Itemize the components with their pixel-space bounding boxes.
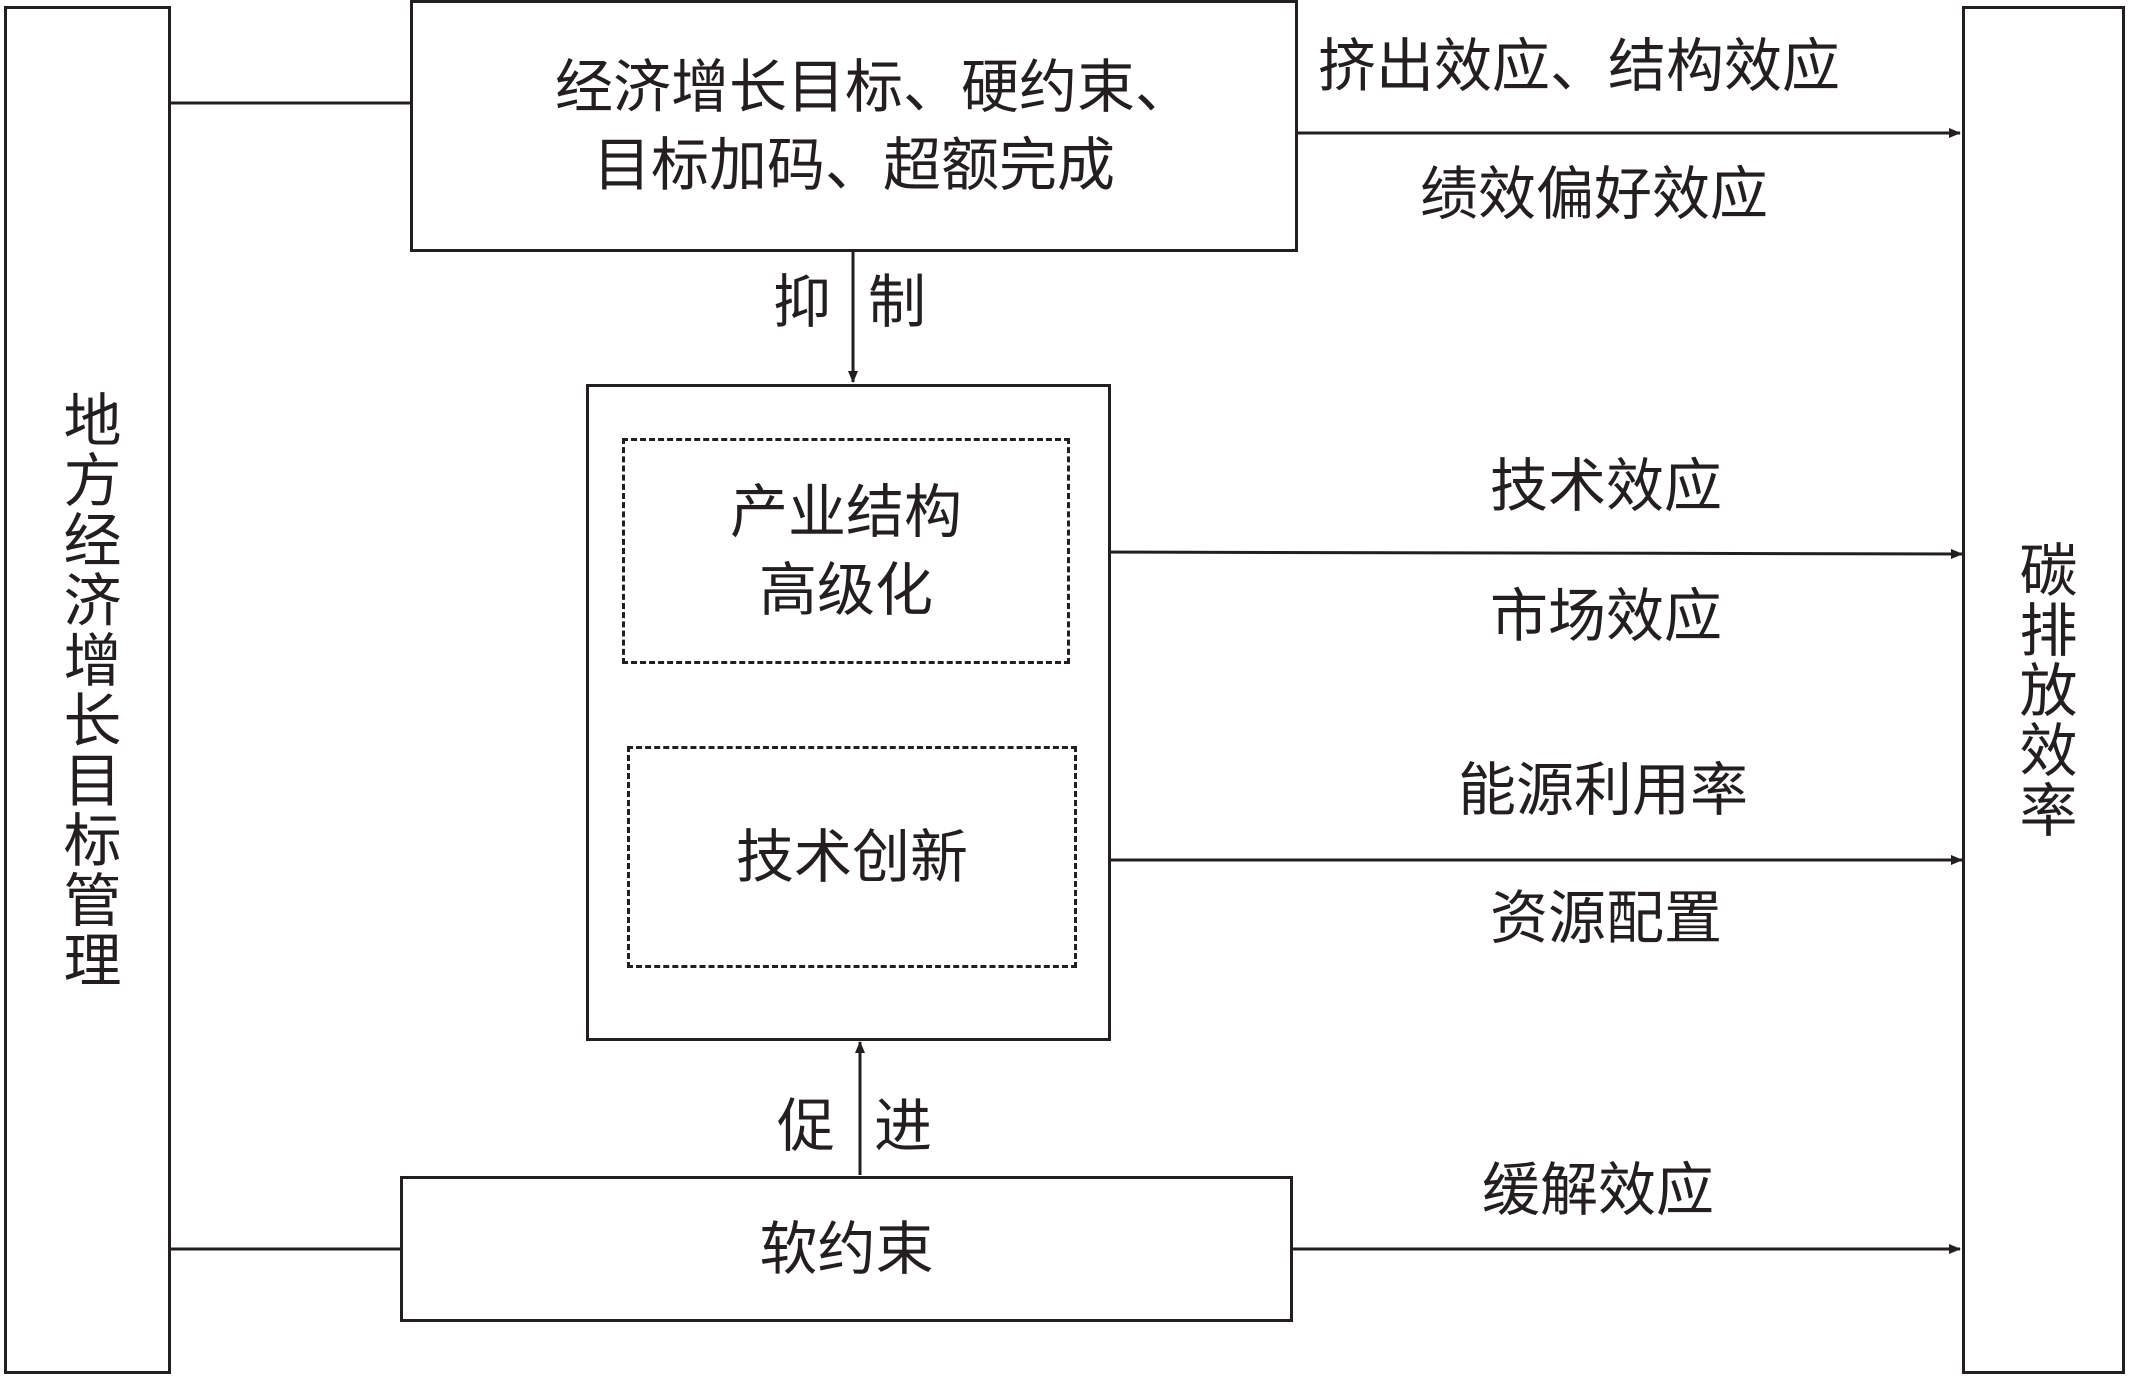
mitigation-effect-label: 缓解效应 (1482, 1156, 1715, 1224)
crowding-structure-effect-label: 挤出效应、结构效应 (1318, 32, 1841, 100)
mechanism-container (586, 384, 1111, 1041)
inhibit-right-char: 制 (868, 268, 927, 336)
market-effect-label: 市场效应 (1490, 582, 1723, 650)
promote-left-char: 促 (777, 1092, 836, 1160)
soft-constraint-box: 软约束 (400, 1176, 1293, 1322)
inhibit-left-char: 抑 (773, 268, 832, 336)
performance-preference-label: 绩效偏好效应 (1420, 160, 1769, 228)
promote-right-char: 进 (874, 1092, 933, 1160)
technology-effect-label: 技术效应 (1490, 452, 1723, 520)
carbon-efficiency-label: 碳排放效率 (2009, 540, 2078, 840)
industrial-upgrade-box: 产业结构 高级化 (622, 438, 1070, 664)
energy-utilization-label: 能源利用率 (1458, 756, 1749, 824)
hard-constraint-line-2: 目标加码、超额完成 (592, 131, 1115, 199)
upgrade-to-efficiency-arrow (1069, 548, 1963, 559)
industrial-upgrade-line-2: 高级化 (758, 556, 933, 624)
carbon-efficiency-box: 碳排放效率 (1962, 6, 2125, 1374)
local-growth-target-box: 地方经济增长目标管理 (4, 6, 171, 1374)
tech-innovation-label: 技术创新 (735, 823, 968, 891)
resource-allocation-label: 资源配置 (1490, 884, 1723, 952)
industrial-upgrade-line-1: 产业结构 (729, 478, 962, 546)
local-growth-target-label: 地方经济增长目标管理 (53, 390, 122, 990)
hard-constraint-box: 经济增长目标、硬约束、 目标加码、超额完成 (410, 0, 1298, 252)
hard-constraint-line-1: 经济增长目标、硬约束、 (554, 53, 1193, 121)
soft-constraint-label: 软约束 (759, 1215, 934, 1283)
tech-innovation-box: 技术创新 (627, 746, 1077, 968)
